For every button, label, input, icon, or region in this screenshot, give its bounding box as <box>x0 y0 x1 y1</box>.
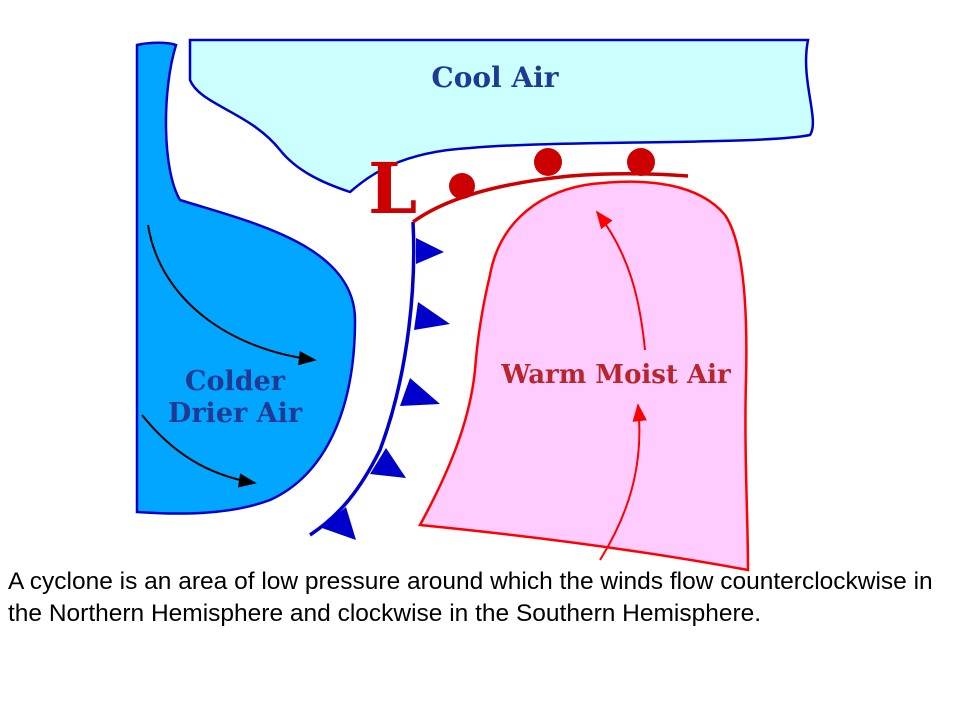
warm-air-flow-arrow <box>599 403 647 561</box>
cool-air-label: Cool Air <box>431 61 559 94</box>
warm-front-semicircle <box>449 173 475 199</box>
warm-front-semicircle <box>534 148 562 176</box>
cold-air-flow-arrow <box>147 224 317 366</box>
cold-front-line <box>309 221 416 537</box>
warm-air-flow-arrow <box>595 210 646 351</box>
caption-text: A cyclone is an area of low pressure aro… <box>8 568 933 627</box>
colder-drier-air-label-line2: Drier Air <box>168 398 303 429</box>
cold-front-triangle <box>414 302 450 330</box>
warm-moist-air-region <box>418 180 750 572</box>
cool-air-region <box>188 38 815 194</box>
cold-air-flow-arrow <box>141 414 257 488</box>
cold-front-triangle <box>370 448 406 478</box>
warm-moist-air-label: Warm Moist Air <box>500 360 731 390</box>
cold-front-triangle <box>322 507 356 540</box>
warm-front-line <box>411 171 689 224</box>
warm-front-semicircle <box>627 148 655 176</box>
cold-front-triangle <box>400 378 440 406</box>
low-pressure-label: L <box>368 147 417 230</box>
colder-drier-air-region <box>135 41 357 515</box>
colder-drier-air-label-line1: Colder <box>185 366 286 397</box>
cold-front-triangle <box>416 238 444 264</box>
